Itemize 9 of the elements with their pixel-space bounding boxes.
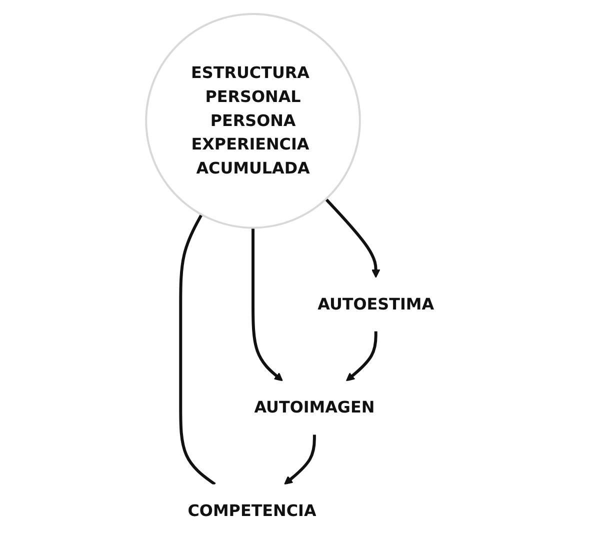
arrow <box>252 228 283 382</box>
arrow <box>346 331 378 382</box>
arrow <box>284 434 316 485</box>
node-text: AUTOIMAGEN <box>254 398 375 417</box>
node-text: COMPETENCIA <box>188 501 316 520</box>
node-text: AUTOESTIMA <box>318 294 434 314</box>
connector <box>179 214 216 486</box>
node-circle: ESTRUCTURA PERSONAL PERSONA EXPERIENCIA ACUMULADA <box>145 12 361 229</box>
arrow <box>324 198 380 278</box>
